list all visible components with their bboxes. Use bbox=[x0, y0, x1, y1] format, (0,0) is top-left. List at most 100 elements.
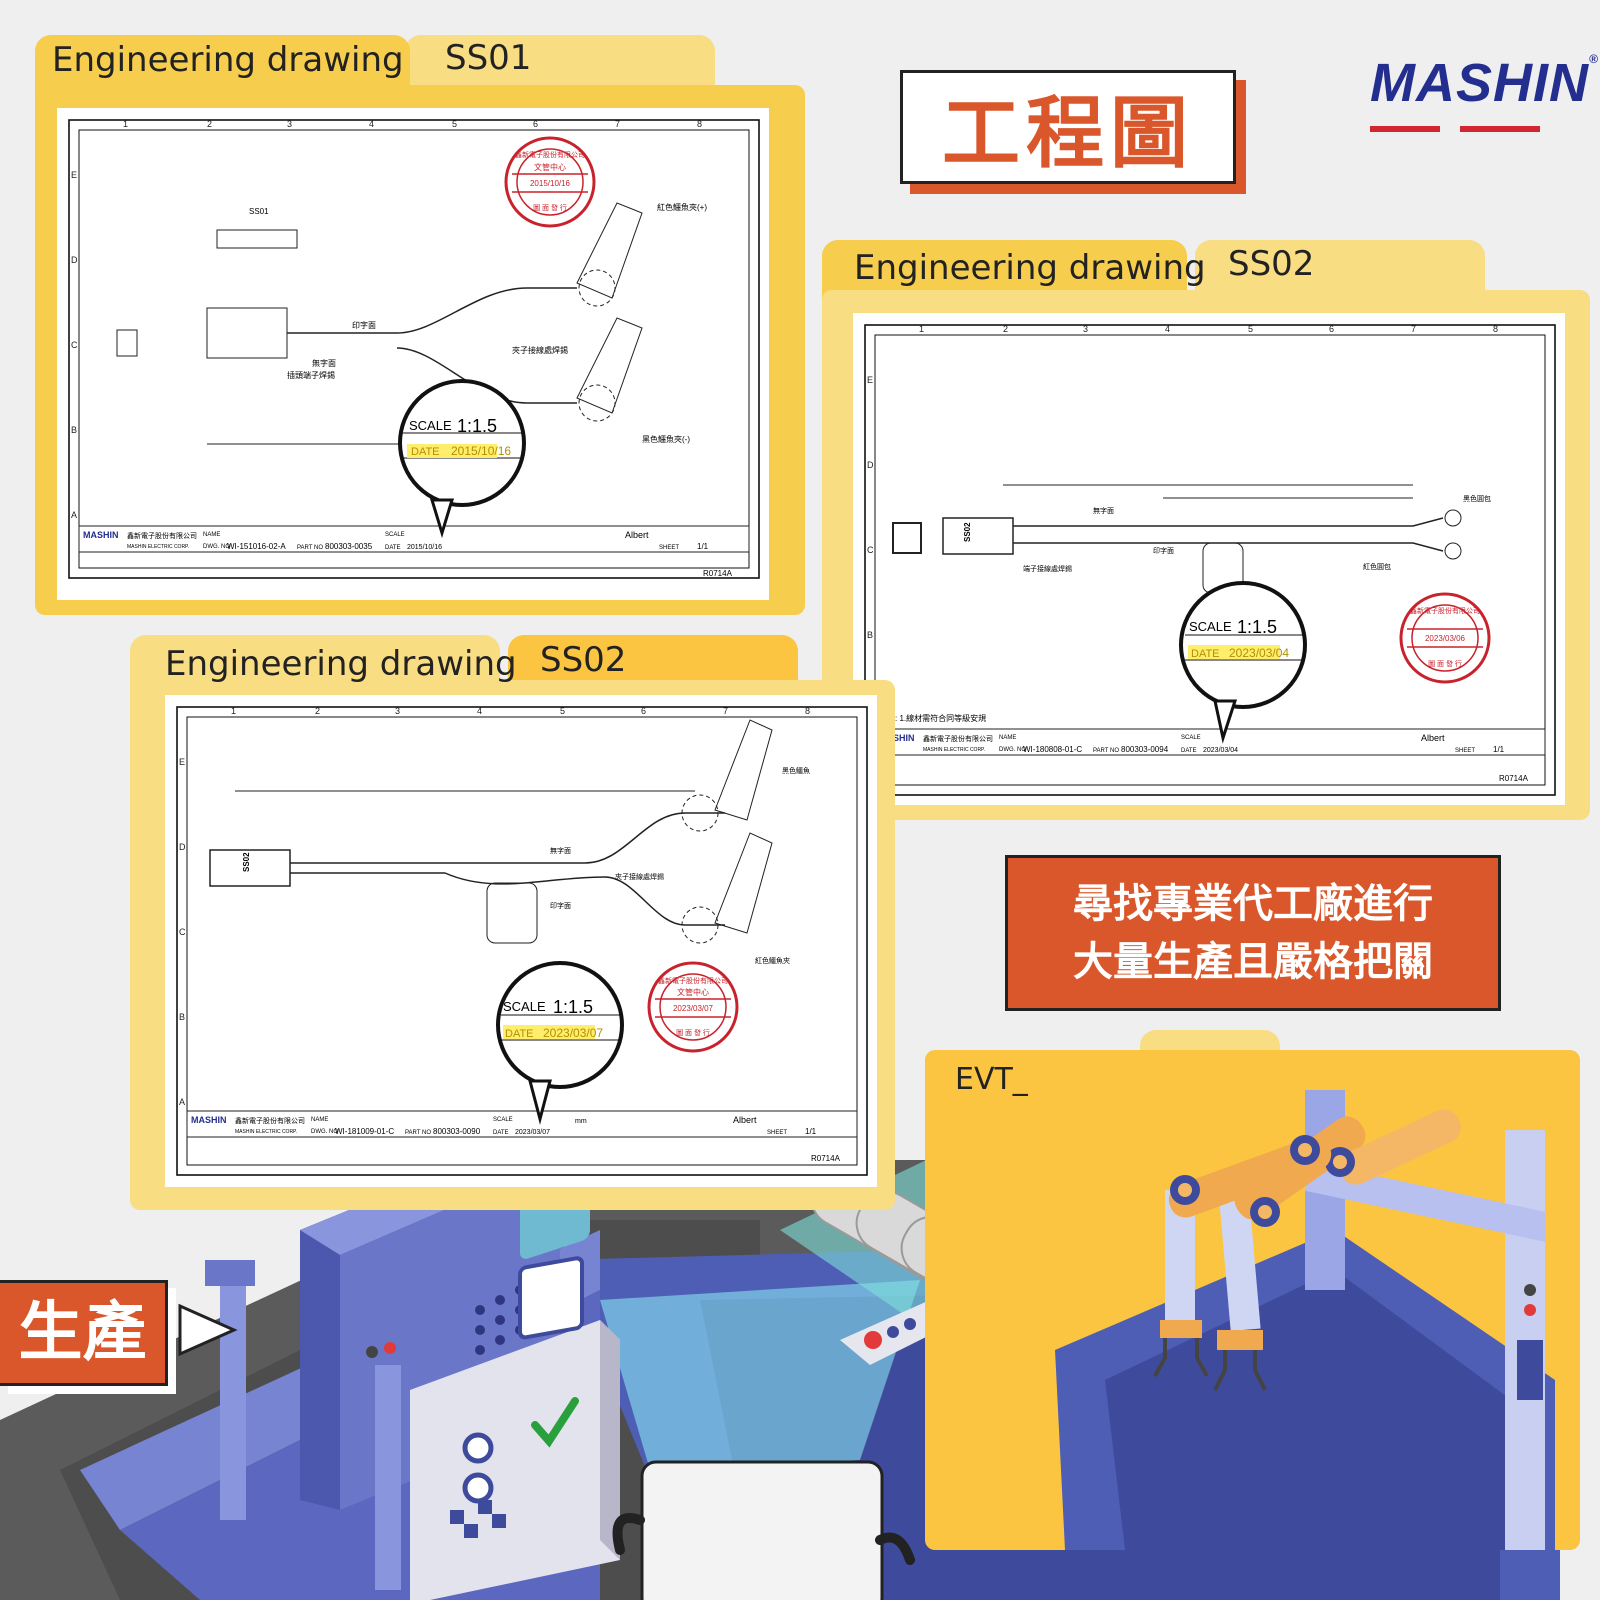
stamp-issue: 圖 面 發 行 bbox=[533, 203, 567, 212]
mag-date: 2023/03/07 bbox=[543, 1026, 603, 1040]
tb-logo: MASHIN bbox=[83, 530, 119, 540]
stamp-issue: 圖 面 發 行 bbox=[1428, 659, 1462, 668]
mag-date: 2015/10/16 bbox=[451, 444, 511, 458]
col-1: 1 bbox=[231, 706, 236, 716]
tb-date: 2015/10/16 bbox=[407, 544, 442, 551]
terminal-weld-label: 插頭端子焊錫 bbox=[287, 370, 335, 380]
col-8: 8 bbox=[697, 119, 702, 129]
black-ring-label: 黑色圓包 bbox=[1463, 494, 1491, 503]
red-ring-label: 紅色圓包 bbox=[1363, 562, 1391, 571]
col-6: 6 bbox=[533, 119, 538, 129]
logo-bar-right bbox=[1460, 126, 1540, 132]
tb-part-no: 800303-0094 bbox=[1121, 745, 1169, 754]
magnifier-ss02a: SCALE 1:1.5 DATE 2023/03/04 bbox=[1179, 581, 1307, 744]
row-d: D bbox=[867, 460, 874, 470]
col-4: 4 bbox=[1165, 324, 1170, 334]
col-3: 3 bbox=[395, 706, 400, 716]
drawing-ss02b: 1 2 3 4 5 6 7 8 E D C B A SS02 黑色鱷魚 紅色鱷魚… bbox=[165, 695, 877, 1187]
col-4: 4 bbox=[477, 706, 482, 716]
black-clip-label: 黑色鱷魚夾(-) bbox=[642, 434, 690, 444]
tb-scale-label: SCALE bbox=[1181, 735, 1201, 741]
row-e: E bbox=[867, 375, 873, 385]
row-a: A bbox=[179, 1097, 185, 1107]
tb-logo: MASHIN bbox=[191, 1115, 227, 1125]
tb-company-en: MASHIN ELECTRIC CORP. bbox=[235, 1129, 297, 1135]
tb-part-label: PART NO bbox=[297, 545, 323, 551]
mag-scale-label: SCALE bbox=[503, 999, 546, 1014]
tb-company-cn: 鑫新電子股份有限公司 bbox=[923, 734, 993, 743]
tb-drawn-by: Albert bbox=[625, 530, 649, 540]
row-b: B bbox=[71, 425, 77, 435]
row-b: B bbox=[179, 1012, 185, 1022]
col-6: 6 bbox=[1329, 324, 1334, 334]
row-c: C bbox=[71, 340, 78, 350]
tb-part-label: PART NO bbox=[1093, 748, 1119, 754]
col-1: 1 bbox=[123, 119, 128, 129]
tb-company-cn: 鑫新電子股份有限公司 bbox=[127, 531, 197, 540]
tb-dwg-label: DWG. NO bbox=[203, 544, 230, 550]
tb-date-label: DATE bbox=[1181, 748, 1197, 754]
tb-scale-label: SCALE bbox=[493, 1117, 513, 1123]
no-print-label: 無字面 bbox=[550, 846, 571, 855]
col-8: 8 bbox=[805, 706, 810, 716]
tb-name-label: NAME bbox=[999, 735, 1016, 741]
form-code: R0714A bbox=[1499, 774, 1529, 783]
mag-date-label: DATE bbox=[411, 446, 440, 458]
tb-part-label: PART NO bbox=[405, 1130, 431, 1136]
tb-name-label: NAME bbox=[203, 532, 220, 538]
stamp-company: 鑫新電子股份有限公司 bbox=[1410, 606, 1480, 615]
row-d: D bbox=[179, 842, 186, 852]
print-label: 印字面 bbox=[1153, 546, 1174, 555]
stamp-company: 鑫新電子股份有限公司 bbox=[515, 150, 585, 159]
tb-dwg-no: WI-181009-01-C bbox=[335, 1127, 394, 1136]
tb-dwg-no: WI-151016-02-A bbox=[227, 542, 286, 551]
col-5: 5 bbox=[560, 706, 565, 716]
row-b: B bbox=[867, 630, 873, 640]
folder-ss02a-tab-label: Engineering drawing bbox=[854, 248, 1206, 288]
col-3: 3 bbox=[287, 119, 292, 129]
production-label: 生產 bbox=[0, 1280, 168, 1386]
page-title: 工程圖 bbox=[941, 89, 1194, 179]
stamp-issue: 圖 面 發 行 bbox=[676, 1028, 710, 1037]
col-5: 5 bbox=[452, 119, 457, 129]
stamp-date: 2023/03/06 bbox=[1425, 634, 1466, 643]
tb-date: 2023/03/07 bbox=[515, 1129, 550, 1136]
mag-date: 2023/03/04 bbox=[1229, 646, 1289, 660]
row-e: E bbox=[179, 757, 185, 767]
stamp-date: 2023/03/07 bbox=[673, 1004, 714, 1013]
tb-scale-label: SCALE bbox=[385, 532, 405, 538]
tb-drawn-by: Albert bbox=[733, 1115, 757, 1125]
stamp-company: 鑫新電子股份有限公司 bbox=[658, 976, 728, 985]
terminal-weld-label: 端子接線處焊錫 bbox=[1023, 564, 1072, 573]
tb-sheet-label: SHEET bbox=[767, 1130, 787, 1136]
logo-registered: ® bbox=[1589, 52, 1599, 66]
form-code: R0714A bbox=[811, 1154, 841, 1163]
red-clip-label: 紅色鱷魚夾 bbox=[755, 956, 790, 965]
tb-dwg-no: WI-180808-01-C bbox=[1023, 745, 1082, 754]
mag-date-label: DATE bbox=[505, 1028, 534, 1040]
stamp-date: 2015/10/16 bbox=[530, 179, 571, 188]
folder-ss02b-tab-label: Engineering drawing bbox=[165, 644, 517, 684]
drawing-note: 備註: 1.線材需符合同等級安規 bbox=[879, 713, 986, 723]
tb-unit: mm bbox=[575, 1118, 587, 1125]
stamp-dept: 文管中心 bbox=[534, 162, 566, 172]
tb-drawn-by: Albert bbox=[1421, 733, 1445, 743]
part-label: SS01 bbox=[249, 207, 269, 216]
evt-label: EVT_ bbox=[955, 1062, 1028, 1097]
mashin-logo: MASHIN® bbox=[1370, 52, 1599, 114]
no-print-label: 無字面 bbox=[1093, 506, 1114, 515]
print-label: 印字面 bbox=[550, 901, 571, 910]
mag-scale: 1:1.5 bbox=[1237, 617, 1277, 637]
clip-weld-label: 夾子接線處焊錫 bbox=[615, 872, 664, 881]
col-5: 5 bbox=[1248, 324, 1253, 334]
row-e: E bbox=[71, 170, 77, 180]
arrow-icon bbox=[178, 1303, 238, 1357]
mag-scale-label: SCALE bbox=[409, 418, 452, 433]
tb-dwg-label: DWG. NO bbox=[311, 1129, 338, 1135]
red-clip-label: 紅色鱷魚夾(+) bbox=[657, 202, 707, 212]
tb-company-en: MASHIN ELECTRIC CORP. bbox=[127, 544, 189, 550]
mag-date-label: DATE bbox=[1191, 648, 1220, 660]
folder-ss01-code: SS01 bbox=[445, 38, 532, 78]
tb-part-no: 800303-0090 bbox=[433, 1127, 481, 1136]
tb-date: 2023/03/04 bbox=[1203, 747, 1238, 754]
